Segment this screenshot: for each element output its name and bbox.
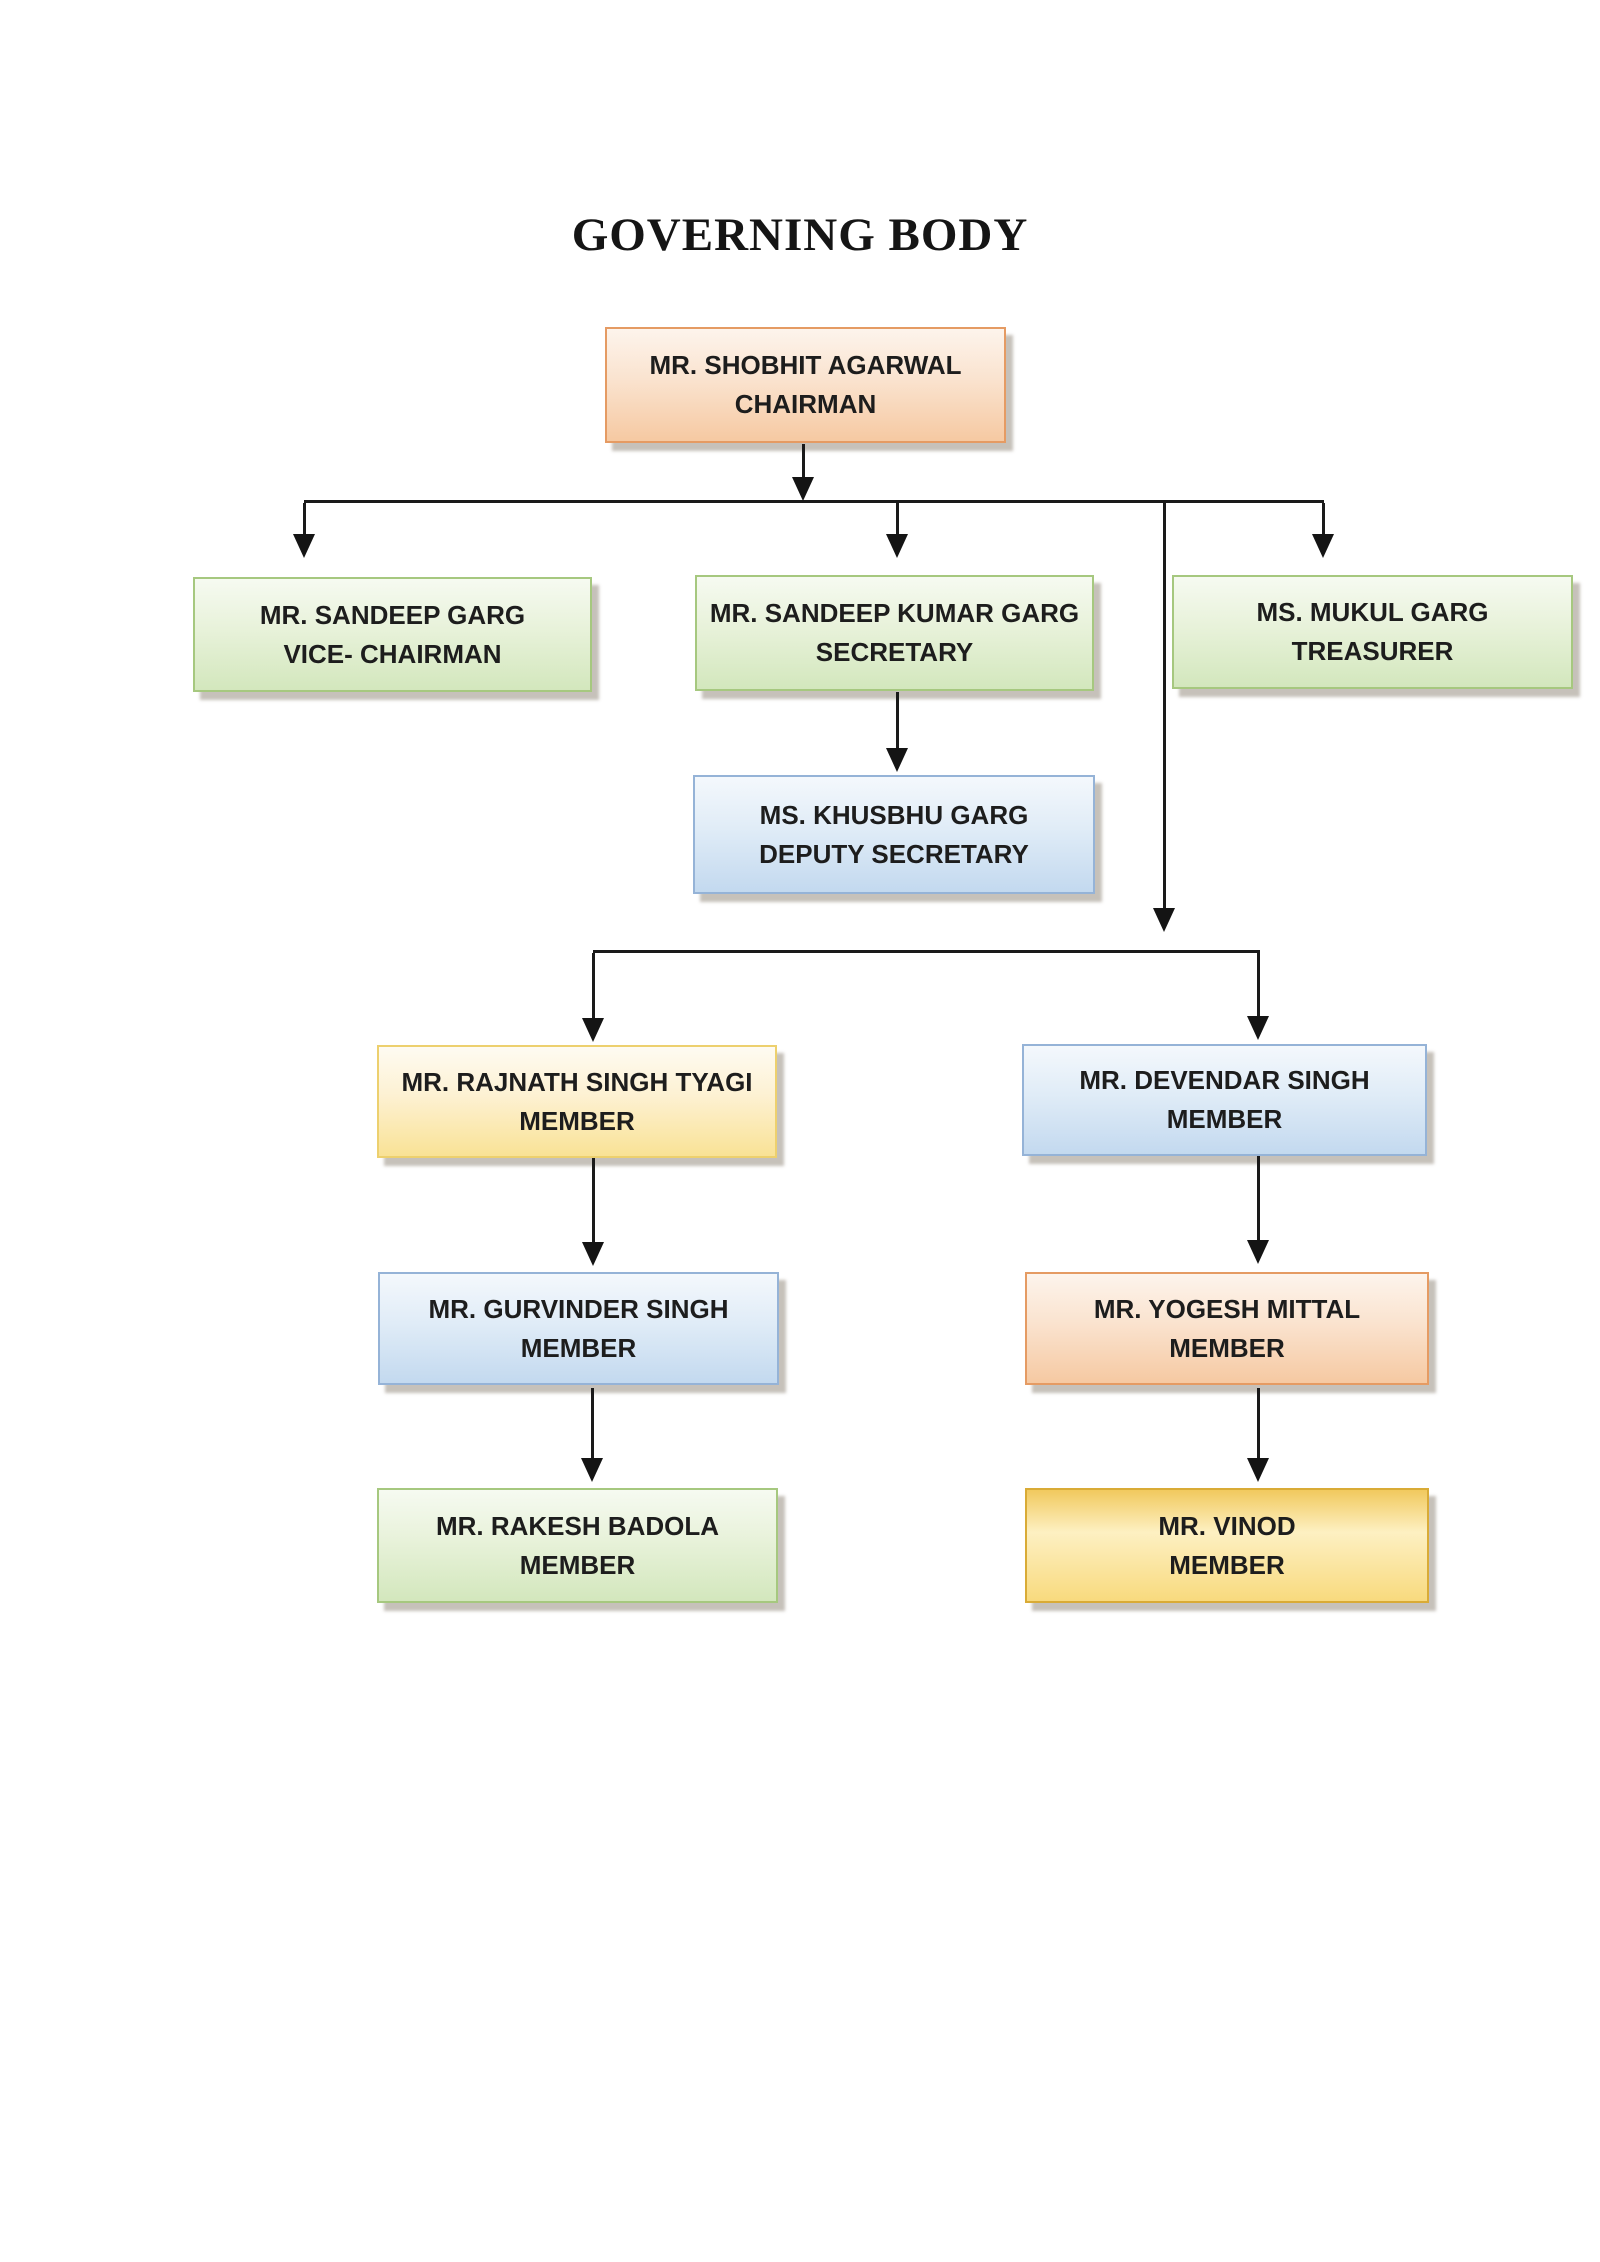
node-treasurer: MS. MUKUL GARG TREASURER [1172, 575, 1573, 689]
connector-drop-members-branch [1163, 503, 1166, 909]
person-name: MR. RAKESH BADOLA [435, 1510, 720, 1541]
connector-secretary-deputy [896, 692, 899, 748]
person-name: MS. MUKUL GARG [1256, 597, 1489, 627]
connector-members-rail [593, 950, 1260, 953]
person-role: DEPUTY SECRETARY [759, 838, 1029, 869]
person-name: MR. SHOBHIT AGARWAL [649, 350, 962, 380]
connector-drop-treasurer [1322, 503, 1325, 535]
arrowhead-to-top-rail [792, 477, 814, 501]
node-deputy-secretary: MS. KHUSBHU GARG DEPUTY SECRETARY [693, 775, 1095, 894]
arrowhead-to-treasurer [1312, 534, 1334, 558]
connector-drop-vice-chairman [303, 503, 306, 535]
node-secretary: MR. SANDEEP KUMAR GARG SECRETARY [695, 575, 1094, 691]
connector-drop-rajnath [592, 953, 595, 1019]
person-role: MEMBER [1169, 1332, 1285, 1363]
person-role: MEMBER [519, 1105, 635, 1136]
arrowhead-to-vinod [1247, 1458, 1269, 1482]
person-name: MR. VINOD [1158, 1510, 1296, 1541]
arrowhead-to-rakesh [581, 1458, 603, 1482]
person-name: MR. SANDEEP KUMAR GARG [709, 598, 1080, 628]
connector-chairman-stem [802, 444, 805, 478]
person-role: CHAIRMAN [734, 389, 877, 419]
connector-top-rail [304, 500, 1324, 503]
connector-gurvinder-rakesh [591, 1388, 594, 1459]
arrowhead-to-rajnath [582, 1018, 604, 1042]
node-member-gurvinder: MR. GURVINDER SINGH MEMBER [378, 1272, 779, 1385]
arrowhead-to-secretary [886, 534, 908, 558]
person-role: MEMBER [1169, 1549, 1285, 1580]
arrowhead-to-deputy [886, 748, 908, 772]
person-role: MEMBER [519, 1549, 636, 1580]
page-title: GOVERNING BODY [571, 209, 1029, 261]
connector-devendar-yogesh [1257, 1156, 1260, 1241]
connector-rajnath-gurvinder [592, 1158, 595, 1243]
node-member-rakesh: MR. RAKESH BADOLA MEMBER [377, 1488, 778, 1603]
person-name: MR. YOGESH MITTAL [1093, 1293, 1361, 1324]
person-role: MEMBER [1166, 1104, 1283, 1134]
person-role: SECRETARY [815, 637, 974, 667]
node-vice-chairman: MR. SANDEEP GARG VICE- CHAIRMAN [193, 577, 592, 692]
node-member-vinod: MR. VINOD MEMBER [1025, 1488, 1429, 1603]
arrowhead-to-gurvinder [582, 1242, 604, 1266]
node-member-yogesh: MR. YOGESH MITTAL MEMBER [1025, 1272, 1429, 1385]
person-role: MEMBER [520, 1332, 637, 1363]
connector-drop-secretary [896, 503, 899, 535]
person-name: MR. SANDEEP GARG [259, 599, 526, 630]
person-role: TREASURER [1291, 636, 1454, 666]
person-role: VICE- CHAIRMAN [283, 638, 502, 669]
node-member-rajnath: MR. RAJNATH SINGH TYAGI MEMBER [377, 1045, 777, 1158]
arrowhead-to-yogesh [1247, 1240, 1269, 1264]
node-chairman: MR. SHOBHIT AGARWAL CHAIRMAN [605, 327, 1006, 443]
person-name: MR. DEVENDAR SINGH [1079, 1065, 1370, 1095]
person-name: MR. RAJNATH SINGH TYAGI [401, 1066, 753, 1097]
arrowhead-to-devendar [1247, 1016, 1269, 1040]
arrowhead-to-members-rail [1153, 908, 1175, 932]
person-name: MR. GURVINDER SINGH [428, 1293, 729, 1324]
connector-drop-devendar [1257, 953, 1260, 1017]
arrowhead-to-vice-chairman [293, 534, 315, 558]
node-member-devendar: MR. DEVENDAR SINGH MEMBER [1022, 1044, 1427, 1156]
connector-yogesh-vinod [1257, 1388, 1260, 1459]
person-name: MS. KHUSBHU GARG [759, 799, 1029, 830]
